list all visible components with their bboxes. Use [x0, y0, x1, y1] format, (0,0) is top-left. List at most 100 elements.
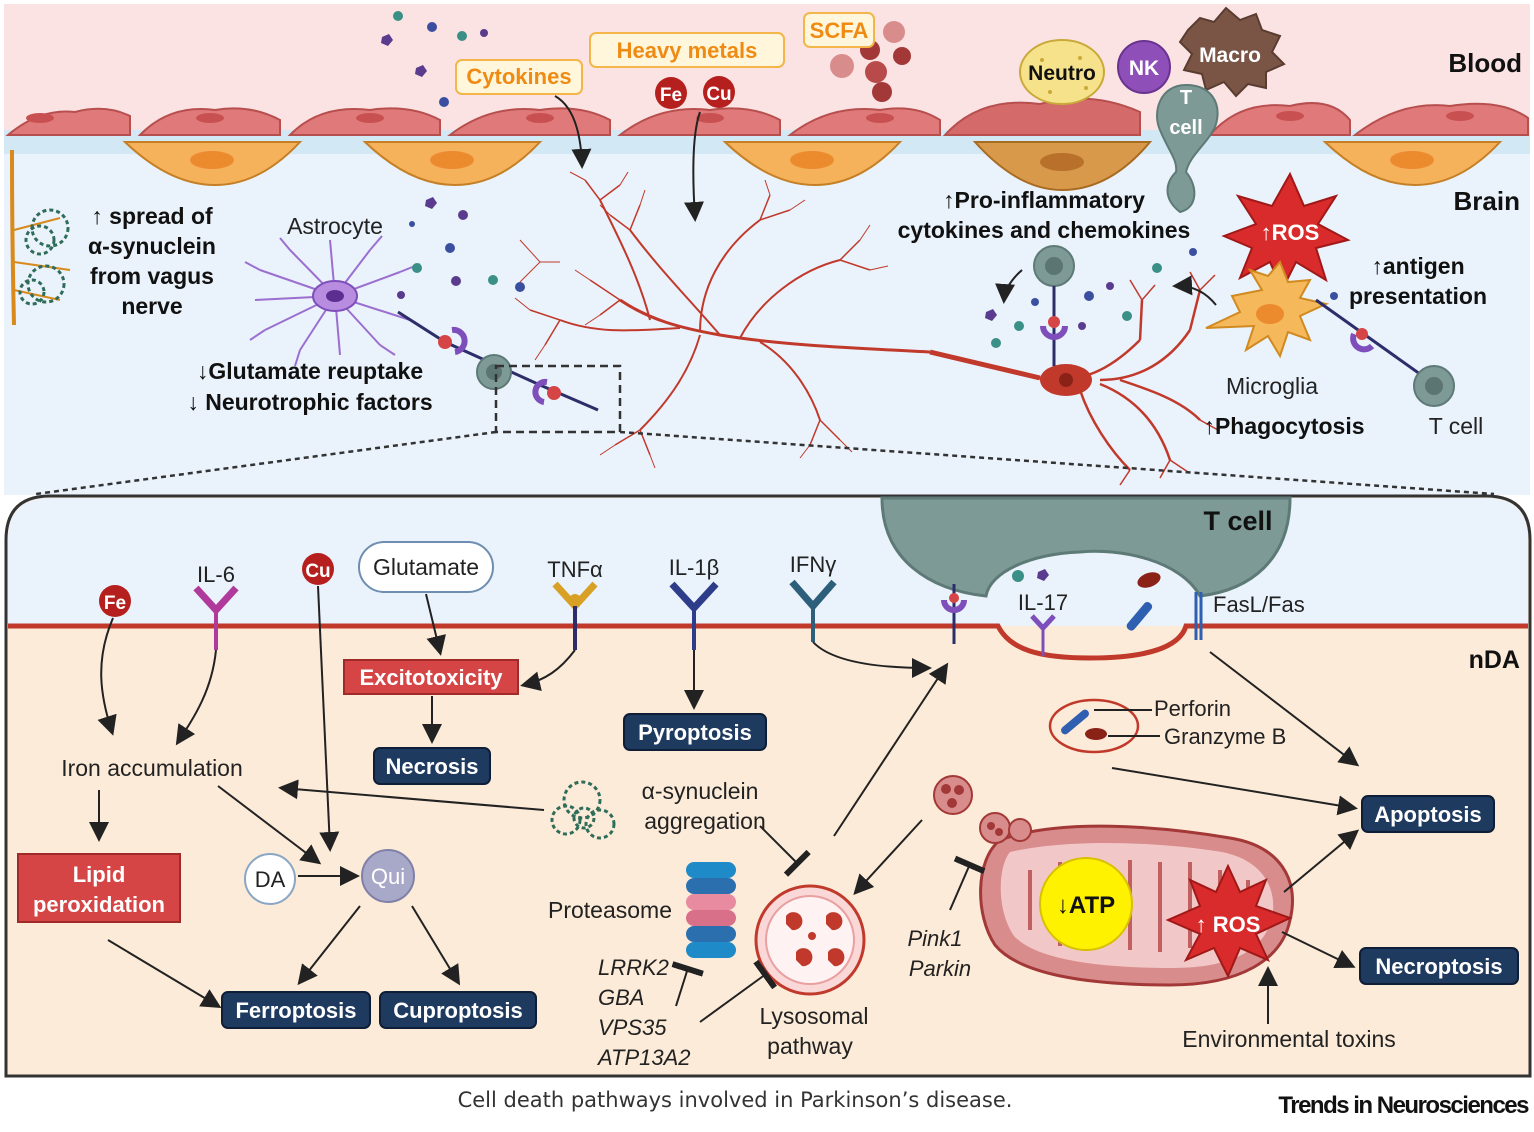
- lysosomal-label-1: Lysosomal: [759, 1003, 868, 1029]
- svg-text:TNFα: TNFα: [547, 557, 603, 582]
- svg-text:from vagus: from vagus: [90, 263, 214, 289]
- svg-text:↑ROS: ↑ROS: [1261, 220, 1320, 245]
- svg-text:Apoptosis: Apoptosis: [1374, 802, 1482, 827]
- svg-text:Fe: Fe: [104, 593, 126, 614]
- svg-text:Pyroptosis: Pyroptosis: [638, 720, 752, 745]
- svg-text:Necrosis: Necrosis: [386, 754, 479, 779]
- granzyme-label: Granzyme B: [1164, 724, 1286, 749]
- brain-label: Brain: [1454, 186, 1520, 216]
- necrosis-box: Necrosis: [373, 747, 491, 785]
- blood-particles: [381, 11, 911, 107]
- journal-logo: Trends in Neurosciences: [1278, 1092, 1529, 1119]
- svg-text:cell: cell: [1169, 117, 1202, 139]
- nk-cell: NK: [1117, 40, 1171, 94]
- svg-text:↑ ROS: ↑ ROS: [1196, 912, 1261, 937]
- ros-starburst-mito: ↑ ROS: [1165, 863, 1293, 979]
- microglia-label: Microglia: [1226, 373, 1318, 399]
- pro-inflam-label-2: cytokines and chemokines: [898, 217, 1191, 243]
- pericytes: [122, 140, 1503, 192]
- env-toxins-label: Environmental toxins: [1182, 1026, 1396, 1052]
- glutamate-reuptake-label: ↓Glutamate reuptake: [197, 358, 423, 384]
- da-node: DA: [244, 853, 296, 905]
- svg-text:Neutro: Neutro: [1028, 62, 1096, 85]
- svg-text:peroxidation: peroxidation: [33, 892, 165, 917]
- perforin-label: Perforin: [1154, 696, 1231, 721]
- il17-receptor: IL-17: [1018, 590, 1068, 656]
- svg-text:Necroptosis: Necroptosis: [1375, 954, 1502, 979]
- pathway-diagram: Blood Brain Cytokines Heavy metals SCFA …: [4, 4, 1532, 1078]
- gene-list: LRRK2 GBA VPS35 ATP13A2: [596, 955, 691, 1070]
- svg-text:Cuproptosis: Cuproptosis: [393, 998, 523, 1023]
- astro-particles: [397, 197, 525, 299]
- svg-text:Cytokines: Cytokines: [466, 64, 571, 89]
- cytokines-label: Cytokines: [455, 59, 583, 95]
- svg-text:ATP13A2: ATP13A2: [596, 1045, 691, 1070]
- tcell-transmigrating: T cell: [1156, 83, 1219, 214]
- cuproptosis-box: Cuproptosis: [379, 991, 537, 1029]
- macrophage: Macro: [1178, 6, 1286, 98]
- alpha-agg-label-2: aggregation: [644, 808, 766, 834]
- svg-text:GBA: GBA: [598, 985, 644, 1010]
- phagocytosis-label: ↑Phagocytosis: [1203, 413, 1364, 439]
- neurotrophic-label: ↓ Neurotrophic factors: [187, 389, 432, 415]
- perforin-granzyme: [1048, 698, 1160, 754]
- iron-accumulation-label: Iron accumulation: [61, 755, 243, 781]
- svg-text:NK: NK: [1129, 57, 1159, 80]
- pyroptosis-box: Pyroptosis: [623, 713, 767, 751]
- svg-text:nerve: nerve: [121, 293, 182, 319]
- proteasome: [686, 862, 736, 958]
- tcell-large: [880, 496, 1292, 598]
- microglia-tcell-contact: [1033, 245, 1075, 366]
- vagus-nerve: [10, 149, 71, 326]
- svg-text:Lipid: Lipid: [73, 862, 126, 887]
- ferroptosis-box: Ferroptosis: [221, 991, 371, 1029]
- tcell-brain-label: T cell: [1429, 413, 1484, 439]
- svg-text:IFNγ: IFNγ: [790, 552, 836, 577]
- pro-inflam-label-1: ↑Pro-inflammatory: [943, 187, 1145, 213]
- neutrophil: Neutro: [1019, 39, 1105, 105]
- astrocyte-label: Astrocyte: [287, 213, 383, 239]
- svg-text:Fe: Fe: [660, 85, 682, 106]
- il6-receptor: IL-6: [193, 562, 239, 650]
- svg-text:α-synuclein: α-synuclein: [88, 233, 216, 259]
- svg-text:Heavy metals: Heavy metals: [617, 38, 758, 63]
- svg-text:IL-17: IL-17: [1018, 590, 1068, 615]
- svg-text:SCFA: SCFA: [810, 18, 869, 43]
- cu-receptor: Cu: [302, 553, 334, 585]
- lipid-peroxidation-box: Lipid peroxidation: [17, 853, 181, 923]
- alpha-syn-spread-label: ↑ spread of α-synuclein from vagus nerve: [88, 203, 216, 319]
- nda-label: nDA: [1469, 646, 1520, 674]
- svg-text:Ferroptosis: Ferroptosis: [235, 998, 356, 1023]
- svg-text:DA: DA: [255, 867, 286, 892]
- svg-text:Qui: Qui: [371, 864, 405, 889]
- svg-text:IL-6: IL-6: [197, 562, 235, 587]
- antigen-label-1: ↑antigen: [1371, 253, 1464, 279]
- tcell-header-label: T cell: [1203, 506, 1272, 536]
- zoom-box: [494, 364, 622, 434]
- lysosome: [754, 884, 866, 996]
- lysosomal-label-2: pathway: [767, 1033, 853, 1059]
- svg-text:Macro: Macro: [1199, 44, 1261, 67]
- blood-label: Blood: [1448, 48, 1522, 78]
- apoptosis-box: Apoptosis: [1361, 795, 1495, 833]
- tcell-brain: [1413, 365, 1455, 407]
- svg-text:T: T: [1180, 87, 1192, 109]
- fe-receptor: Fe: [99, 585, 131, 617]
- parkin-label: Parkin: [909, 956, 971, 981]
- neuron-membrane: [8, 623, 1528, 661]
- pink-label: Pink1: [907, 926, 962, 951]
- svg-text:VPS35: VPS35: [598, 1015, 667, 1040]
- svg-text:Excitotoxicity: Excitotoxicity: [359, 665, 503, 690]
- endothelium: [5, 97, 1529, 136]
- alpha-syn-aggregate: [550, 780, 616, 840]
- necroptosis-box: Necroptosis: [1359, 947, 1519, 985]
- microglia: [1205, 260, 1330, 359]
- microglia-particles: [985, 248, 1197, 348]
- ifng-receptor: IFNγ: [789, 552, 837, 642]
- excitotoxicity-box: Excitotoxicity: [343, 659, 519, 695]
- figure-caption: Cell death pathways involved in Parkinso…: [457, 1088, 1013, 1112]
- antigen-label-2: presentation: [1349, 283, 1487, 309]
- svg-text:Cu: Cu: [305, 561, 330, 582]
- tnfa-receptor: TNFα: [547, 557, 603, 650]
